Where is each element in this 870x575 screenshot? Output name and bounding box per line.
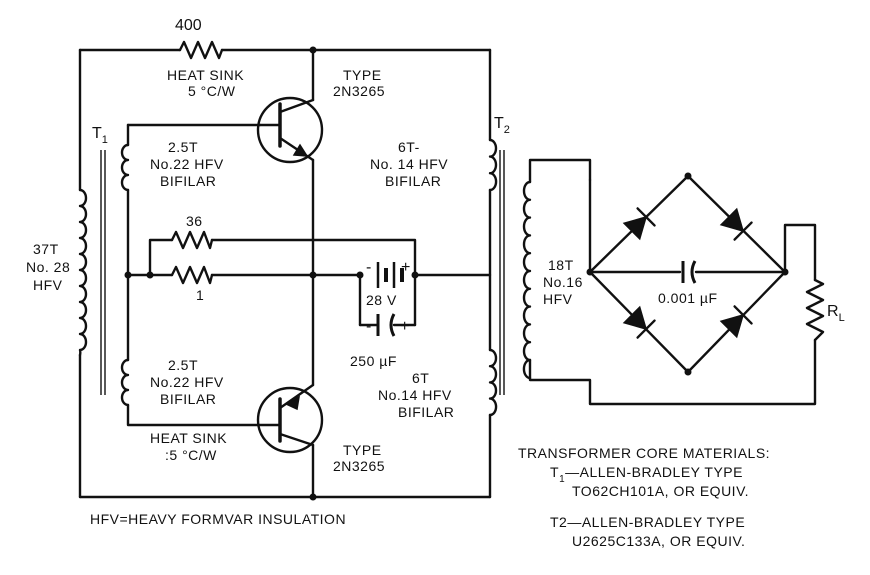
resistor-400 <box>178 40 224 60</box>
bottom-type-value: 2N3265 <box>333 458 385 474</box>
t1-primary-line2: No. 28 <box>26 259 70 275</box>
t1-primary-line1: 37T <box>33 241 59 257</box>
junction-dots <box>124 46 419 501</box>
main-wiring <box>78 48 492 499</box>
transistor-top <box>256 96 324 164</box>
t1-sec-bot-line1: 2.5T <box>168 357 198 373</box>
load-resistor-label: RL <box>827 303 845 324</box>
bottom-heatsink-title: HEAT SINK <box>150 430 227 446</box>
transformer-t1 <box>78 143 130 407</box>
top-type-label: TYPE <box>343 67 382 83</box>
t2-secondary-line2: No.16 <box>543 274 583 290</box>
t1-sec-bot-line2: No.22 HFV <box>150 374 224 390</box>
core-t1-line1: T1—ALLEN-BRADLEY TYPE <box>550 464 743 485</box>
cap-minus-sign: - <box>366 318 371 335</box>
t2-secondary-coil <box>522 180 532 380</box>
t1-sec-top-line1: 2.5T <box>168 139 198 155</box>
diode-upper-left <box>622 207 656 241</box>
t1-secondary-bottom-coil <box>120 358 130 407</box>
core-t2-line2: U2625C133A, OR EQUIV. <box>572 533 745 549</box>
top-type-value: 2N3265 <box>333 83 385 99</box>
top-heatsink-value: 5 °C/W <box>188 83 236 99</box>
t2-label: T2 <box>494 115 510 136</box>
t2-pri-top-line2: No. 14 HFV <box>370 156 448 172</box>
t2-secondary-line1: 18T <box>548 257 574 273</box>
bridge-cap-value: 0.001 µF <box>658 290 718 306</box>
core-materials-title: TRANSFORMER CORE MATERIALS: <box>518 445 770 461</box>
resistor-1 <box>170 265 214 285</box>
cap-plus-sign: + <box>400 318 409 335</box>
diode-lower-left <box>622 305 656 339</box>
bottom-heatsink-value: :5 °C/W <box>165 447 217 463</box>
t1-sec-top-line2: No.22 HFV <box>150 156 224 172</box>
t2-secondary-line3: HFV <box>543 291 573 307</box>
core-t1-line2: TO62CH101A, OR EQUIV. <box>572 483 749 499</box>
load-resistor <box>805 278 825 342</box>
diode-lower-right <box>719 305 753 339</box>
bottom-type-label: TYPE <box>343 442 382 458</box>
t2-pri-bot-line3: BIFILAR <box>398 404 454 420</box>
battery-value: 28 V <box>366 292 397 308</box>
bridge-rectifier <box>528 158 825 406</box>
t1-primary-coil <box>78 188 88 357</box>
t1-secondary-top-coil <box>120 143 130 192</box>
t2-pri-bot-line2: No.14 HFV <box>378 387 452 403</box>
diode-upper-right <box>719 207 753 241</box>
resistor-36 <box>170 230 214 250</box>
battery-28v <box>376 262 404 288</box>
battery-minus-sign: - <box>366 259 371 276</box>
r-1-label: 1 <box>196 287 204 303</box>
t1-primary-line3: HFV <box>33 277 63 293</box>
hfv-note: HFV=HEAVY FORMVAR INSULATION <box>90 511 346 527</box>
r-top-label: 400 <box>175 17 202 34</box>
core-t2-line1: T2—ALLEN-BRADLEY TYPE <box>550 514 745 530</box>
t1-sec-bot-line3: BIFILAR <box>160 391 216 407</box>
cap-250uf-value: 250 µF <box>350 353 397 369</box>
t2-pri-top-line1: 6T- <box>398 139 420 155</box>
transformer-t2 <box>488 138 532 417</box>
t1-label: T1 <box>92 125 108 146</box>
battery-plus-sign: + <box>401 259 410 276</box>
capacitor-250uf <box>376 313 396 337</box>
t2-pri-top-line3: BIFILAR <box>385 173 441 189</box>
t2-primary-top-coil <box>488 138 498 192</box>
transistor-bottom <box>256 383 324 454</box>
t1-sec-top-line3: BIFILAR <box>160 173 216 189</box>
t2-pri-bot-line1: 6T <box>412 370 429 386</box>
t2-primary-bottom-coil <box>488 348 498 417</box>
top-heatsink-title: HEAT SINK <box>167 67 244 83</box>
r-36-label: 36 <box>186 213 203 229</box>
